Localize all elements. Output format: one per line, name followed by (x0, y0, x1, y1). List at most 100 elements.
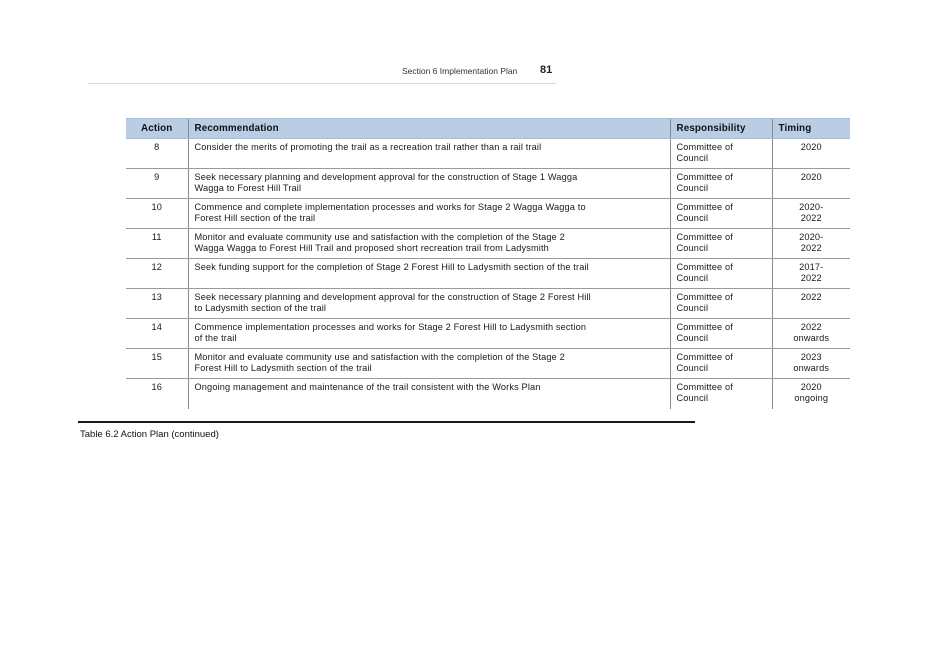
recommendation-text-line: Monitor and evaluate community use and s… (194, 232, 565, 242)
timing-text-line: ongoing (794, 393, 829, 403)
action-number-cell: 13 (126, 288, 188, 319)
recommendation-text-line: Forest Hill section of the trail (194, 213, 316, 223)
responsibility-text-line: Committee of (676, 142, 733, 152)
table-row: 9 Seek necessary planning and development… (126, 168, 850, 199)
action-number-cell: 16 (151, 382, 163, 392)
table-row: 10 Commence and complete implementation p… (126, 198, 850, 229)
responsibility-text-line: Committee of (676, 292, 733, 302)
timing-text-line: 2020 (800, 172, 822, 182)
recommendation-cell: Seek necessary planning and development … (187, 168, 670, 199)
timing-text-line: 2020- (799, 202, 824, 212)
timing-text-line: onwards (793, 363, 830, 373)
table-row: 8 Consider the merits of promoting the tr… (126, 138, 850, 169)
recommendation-text-line: Wagga to Forest Hill Trail (194, 183, 302, 193)
recommendation-text-line: of the trail (194, 333, 237, 343)
timing-text-line: 2020 (800, 142, 822, 152)
timing-cell: 2017-2022 (771, 258, 850, 289)
column-header-recommendation: Recommendation (187, 118, 670, 139)
recommendation-text-line: Monitor and evaluate community use and s… (194, 352, 565, 362)
responsibility-text-line: Council (676, 273, 709, 283)
table-row: 16 Ongoing management and maintenance of … (126, 378, 850, 409)
timing-text-line: 2022 (800, 213, 822, 223)
timing-text-line: 2022 (800, 273, 822, 283)
responsibility-text-line: Committee of (676, 352, 733, 362)
responsibility-text-line: Council (676, 333, 709, 343)
column-header-timing: Timing (771, 118, 850, 139)
action-number-cell: 15 (126, 348, 188, 379)
recommendation-cell: Commence implementation processes and wo… (187, 318, 670, 349)
responsibility-text-line: Council (676, 393, 709, 403)
action-number-cell: 12 (126, 258, 188, 289)
recommendation-text-line: Commence and complete implementation pro… (194, 202, 586, 212)
timing-text-line: 2023 (800, 352, 822, 362)
action-number-cell: 14 (126, 318, 188, 349)
action-number-cell: 10 (126, 198, 188, 229)
responsibility-text-line: Council (676, 363, 709, 373)
timing-text-line: 2020- (799, 232, 824, 242)
timing-text-line: 2022 (800, 292, 822, 302)
recommendation-cell: Monitor and evaluate community use and s… (187, 228, 670, 259)
responsibility-text-line: Committee of (676, 382, 733, 392)
timing-text-line: 2017- (799, 262, 824, 272)
responsibility-text-line: Committee of (676, 232, 733, 242)
recommendation-text-line: Wagga Wagga to Forest Hill Trail and pro… (194, 243, 549, 253)
responsibility-text-line: Council (676, 183, 709, 193)
table-row: 13 Seek necessary planning and developmen… (126, 288, 850, 319)
timing-cell: 2020 (771, 138, 850, 169)
timing-text-line: 2020 (800, 382, 822, 392)
table-header-row: Action Recommendation Responsibility Tim… (126, 118, 850, 139)
page-header-title: Section 6 Implementation Plan (402, 66, 518, 76)
timing-text-line: 2022 (800, 322, 822, 332)
timing-cell: 2022 (771, 288, 850, 319)
timing-text-line: 2022 (800, 243, 822, 253)
recommendation-cell: Consider the merits of promoting the tra… (187, 138, 670, 169)
recommendation-text-line: Forest Hill to Ladysmith section of the … (194, 363, 372, 373)
table-bottom-rule (78, 421, 695, 423)
recommendation-text-line: Seek funding support for the completion … (194, 262, 589, 272)
timing-cell: 2020-2022 (771, 228, 850, 259)
table-row: 11 Monitor and evaluate community use and… (126, 228, 850, 259)
table-row: 15 Monitor and evaluate community use and… (126, 348, 850, 379)
action-plan-table: Action Recommendation Responsibility Tim… (126, 118, 850, 409)
page-number: 81 (540, 64, 553, 76)
recommendation-cell: Commence and complete implementation pro… (187, 198, 670, 229)
table-body: 8 Consider the merits of promoting the tr… (126, 138, 850, 409)
header-divider (88, 83, 556, 84)
responsibility-text-line: Council (676, 153, 709, 163)
timing-cell: 2020 (771, 168, 850, 199)
table-row: 12 Seek funding support for the completio… (126, 258, 850, 289)
action-number-cell: 8 (126, 138, 188, 169)
recommendation-text-line: Commence implementation processes and wo… (194, 322, 587, 332)
responsibility-text-line: Committee of (676, 322, 733, 332)
column-header-responsibility: Responsibility (669, 118, 772, 139)
recommendation-cell: Seek funding support for the completion … (187, 258, 670, 289)
recommendation-text-line: Seek necessary planning and development … (194, 292, 591, 302)
responsibility-text-line: Committee of (676, 172, 733, 182)
recommendation-text-line: Consider the merits of promoting the tra… (194, 142, 542, 152)
action-number-cell: 9 (126, 168, 188, 199)
timing-text-line: onwards (793, 333, 830, 343)
column-header-action: Action (126, 118, 188, 139)
responsibility-text-line: Committee of (676, 202, 733, 212)
responsibility-text-line: Council (676, 243, 709, 253)
responsibility-text-line: Committee of (676, 262, 733, 272)
action-number-cell: 11 (126, 228, 188, 259)
timing-cell: 2020-2022 (771, 198, 850, 229)
recommendation-cell: Ongoing management and maintenance of th… (187, 378, 670, 409)
responsibility-text-line: Council (676, 213, 709, 223)
recommendation-text-line: Ongoing management and maintenance of th… (194, 382, 541, 392)
recommendation-cell: Monitor and evaluate community use and s… (187, 348, 670, 379)
recommendation-text-line: Seek necessary planning and development … (194, 172, 578, 182)
